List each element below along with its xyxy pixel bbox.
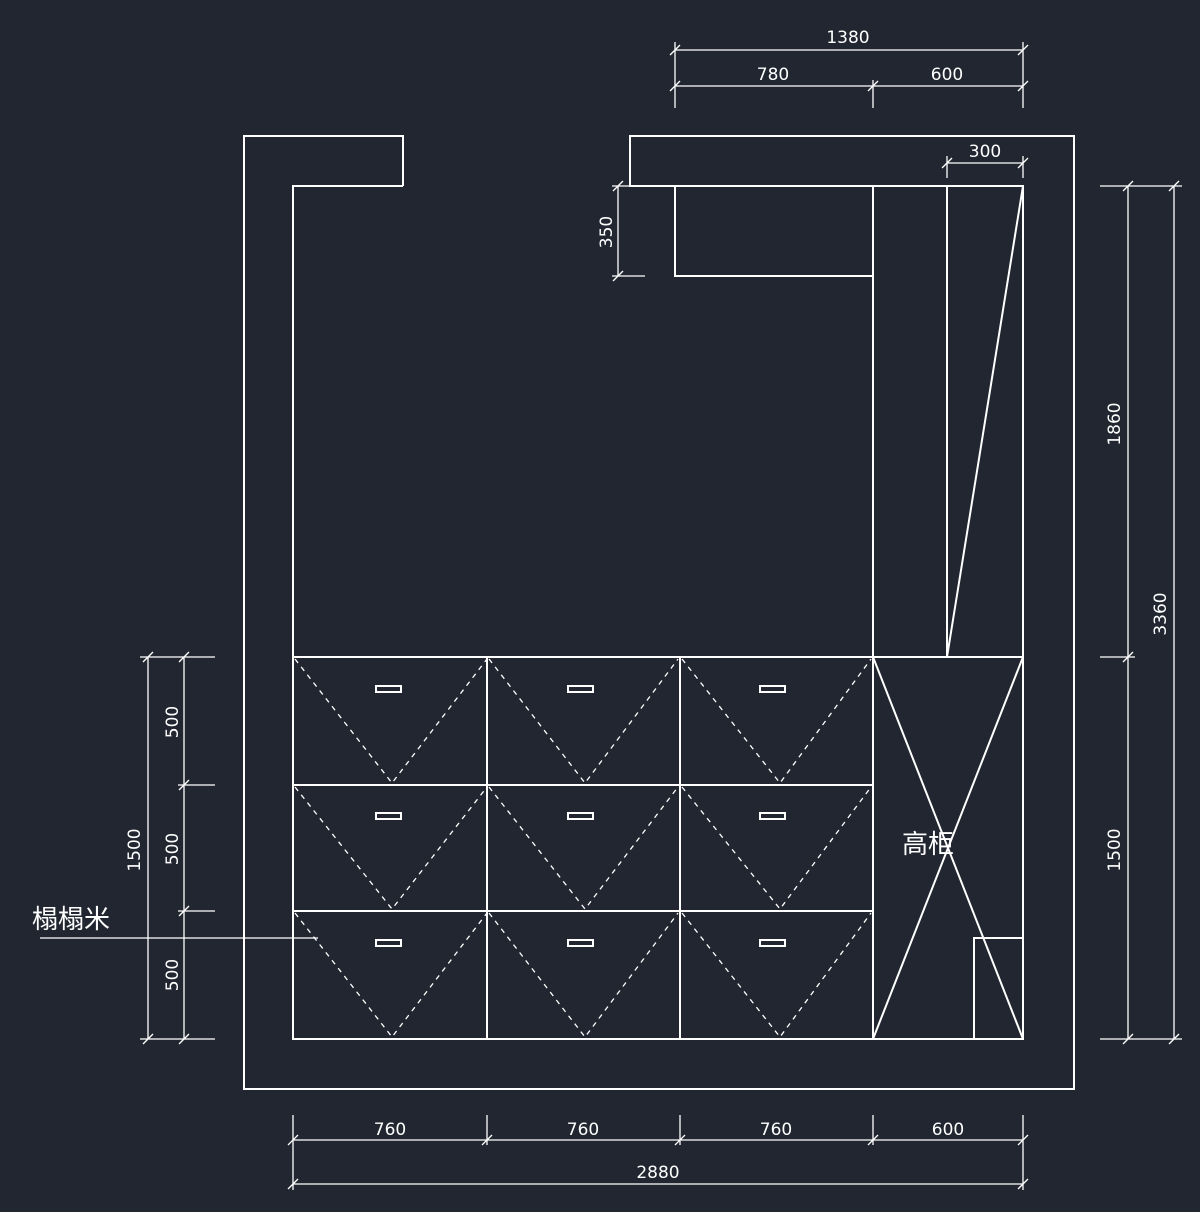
dim-bottom-2: 760	[567, 1120, 599, 1140]
wall-cabinet	[674, 185, 874, 277]
dim-bottom-total: 2880	[636, 1163, 679, 1183]
dim-right-total: 3360	[1151, 592, 1171, 635]
bottom-dimensions	[287, 1115, 1029, 1190]
dim-wall-cabinet-depth: 350	[597, 216, 617, 248]
tall-cabinet	[872, 656, 1024, 1040]
dim-right-upper: 1860	[1105, 402, 1125, 445]
tatami-label: 榻榻米	[32, 905, 110, 935]
top-dimensions	[669, 42, 1029, 178]
dim-bottom-3: 760	[760, 1120, 792, 1140]
tatami-handles	[375, 685, 786, 947]
tatami-platform	[292, 656, 874, 1040]
wall-left	[243, 135, 1075, 1090]
dim-left-row-2: 500	[163, 833, 183, 865]
right-dimensions	[1100, 180, 1182, 1045]
dim-top-total: 1380	[826, 28, 869, 48]
dim-top-inner: 300	[969, 142, 1001, 162]
dim-top-right: 600	[931, 65, 963, 85]
dim-left-row-1: 500	[163, 706, 183, 738]
wall-cabinet-dimension	[612, 180, 645, 282]
dim-top-left: 780	[757, 65, 789, 85]
dim-right-lower: 1500	[1105, 828, 1125, 871]
dim-left-total: 1500	[125, 828, 145, 871]
tatami-cell-dashes	[294, 658, 872, 1039]
dim-bottom-4: 600	[932, 1120, 964, 1140]
dim-left-row-3: 500	[163, 959, 183, 991]
left-dimensions	[140, 651, 215, 1045]
tall-column	[872, 185, 1024, 1039]
dim-bottom-1: 760	[374, 1120, 406, 1140]
tall-cabinet-label: 高柜	[902, 830, 954, 860]
